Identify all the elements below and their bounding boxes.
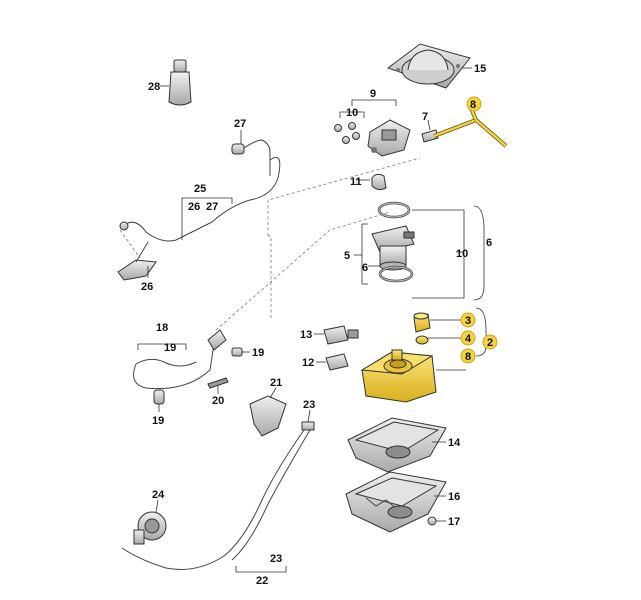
part-2-reservoir bbox=[360, 349, 466, 403]
part-21-bracket bbox=[249, 387, 287, 437]
label-5: 5 bbox=[344, 250, 350, 262]
part-14-tray bbox=[347, 417, 447, 473]
label-11: 11 bbox=[350, 176, 362, 188]
part-25-harness bbox=[119, 197, 233, 242]
label-24: 24 bbox=[152, 489, 165, 501]
label-3: 3 bbox=[465, 315, 471, 327]
part-9-bracket-assembly bbox=[334, 99, 411, 157]
label-14: 14 bbox=[448, 437, 461, 449]
part-3-cap bbox=[413, 312, 462, 333]
label-6b: 6 bbox=[486, 237, 492, 249]
label-12: 12 bbox=[302, 357, 314, 369]
part-20-clip bbox=[207, 377, 229, 394]
part-23-fitting bbox=[301, 409, 315, 431]
label-7: 7 bbox=[422, 111, 428, 123]
part-labels: 28 15 9 10 7 8 11 5 6 10 6 3 4 8 2 13 12… bbox=[141, 63, 498, 587]
part-7-fitting bbox=[421, 119, 439, 143]
label-26a: 26 bbox=[188, 201, 200, 213]
label-20: 20 bbox=[212, 395, 224, 407]
dashed-links bbox=[119, 157, 421, 331]
label-19c: 19 bbox=[152, 415, 164, 427]
part-15-flange bbox=[386, 43, 472, 89]
part-16-tray bbox=[345, 471, 447, 533]
label-26b: 26 bbox=[141, 281, 153, 293]
part-6-ring-upper bbox=[377, 201, 411, 219]
part-4-plug bbox=[415, 335, 462, 345]
part-8-cable-highlight bbox=[433, 105, 508, 148]
label-8a-badge bbox=[466, 96, 482, 112]
label-21: 21 bbox=[270, 377, 282, 389]
label-9: 9 bbox=[370, 88, 376, 100]
label-27a: 27 bbox=[234, 118, 246, 130]
part-24-valve bbox=[133, 499, 167, 545]
label-17: 17 bbox=[448, 516, 460, 528]
label-28: 28 bbox=[148, 81, 160, 93]
part-28-bottle bbox=[160, 59, 192, 106]
part-13-sensor bbox=[314, 325, 359, 345]
label-8a: 8 bbox=[470, 99, 476, 111]
label-10a: 10 bbox=[346, 107, 358, 119]
label-18: 18 bbox=[156, 322, 168, 334]
label-19a: 19 bbox=[164, 342, 176, 354]
label-10b: 10 bbox=[456, 248, 468, 260]
part-6-ring-lower bbox=[378, 265, 414, 283]
part-12-sensor bbox=[316, 353, 349, 371]
part-26-bracket bbox=[117, 241, 157, 281]
label-6a: 6 bbox=[362, 262, 368, 274]
label-8b: 8 bbox=[465, 351, 471, 363]
part-11-clip bbox=[356, 173, 387, 191]
part-19-connector bbox=[153, 389, 165, 412]
label-27b: 27 bbox=[206, 201, 218, 213]
part-18-harness bbox=[133, 329, 250, 390]
label-13: 13 bbox=[300, 329, 312, 341]
part-27-connector bbox=[211, 130, 281, 223]
part-5-pump-module bbox=[371, 225, 415, 271]
label-4: 4 bbox=[465, 333, 472, 345]
label-19b: 19 bbox=[252, 347, 264, 359]
label-16: 16 bbox=[448, 491, 460, 503]
part-17-bolt bbox=[427, 516, 446, 526]
label-15: 15 bbox=[474, 63, 486, 75]
label-8b-badge bbox=[460, 348, 476, 364]
part-22-line bbox=[121, 429, 311, 573]
label-4-badge bbox=[460, 330, 476, 346]
label-22: 22 bbox=[256, 575, 268, 587]
label-2: 2 bbox=[487, 337, 493, 349]
label-25: 25 bbox=[194, 183, 206, 195]
label-23b: 23 bbox=[270, 553, 282, 565]
label-2-badge bbox=[482, 334, 498, 350]
label-3-badge bbox=[460, 312, 476, 328]
label-23a: 23 bbox=[303, 399, 315, 411]
